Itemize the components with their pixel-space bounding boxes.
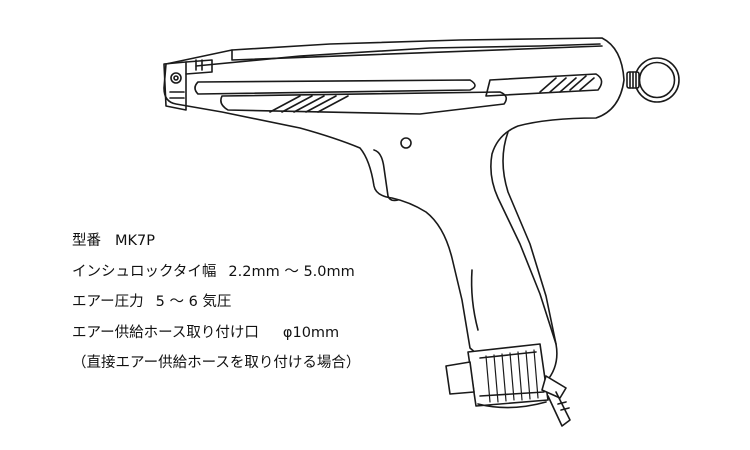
hanging-ring: [626, 57, 680, 103]
rail-slot: [194, 79, 476, 95]
trigger: [373, 149, 399, 202]
spec-model-value: MK7P: [115, 233, 155, 249]
spec-list: 型番 MK7P インシュロックタイ幅 2.2mm ～ 5.0mm エアー圧力 5 ～ …: [72, 226, 360, 379]
handle-inner-contour: [502, 131, 557, 345]
spec-air-port: エアー供給ホース取り付け口 φ10mm: [72, 318, 360, 349]
air-fitting: [445, 343, 549, 409]
spec-tie-width-value: 2.2mm ～ 5.0mm: [228, 263, 355, 280]
spec-air-pressure-value: 5 ～ 6 気圧: [155, 294, 232, 310]
spec-tie-width-label: インシュロックタイ幅: [72, 263, 217, 280]
spec-model: 型番 MK7P: [72, 226, 360, 257]
spec-tie-width: インシュロックタイ幅 2.2mm ～ 5.0mm: [72, 257, 360, 288]
screw-hole: [400, 137, 412, 149]
spec-air-pressure-label: エアー圧力: [72, 294, 144, 310]
upper-window: [220, 91, 508, 115]
nose-assembly: [163, 59, 213, 111]
spec-note: （直接エアー供給ホースを取り付ける場合）: [72, 355, 361, 371]
rear-window: [485, 73, 603, 97]
hose-nipple: [541, 375, 571, 427]
spec-model-label: 型番: [72, 233, 101, 249]
grip-hatch-front: [269, 95, 349, 113]
spec-air-pressure: エアー圧力 5 ～ 6 気圧: [72, 287, 360, 318]
spec-air-port-value: φ10mm: [282, 324, 340, 341]
grip-hatch-rear: [539, 75, 595, 93]
spec-air-port-label: エアー供給ホース取り付け口: [72, 324, 259, 341]
